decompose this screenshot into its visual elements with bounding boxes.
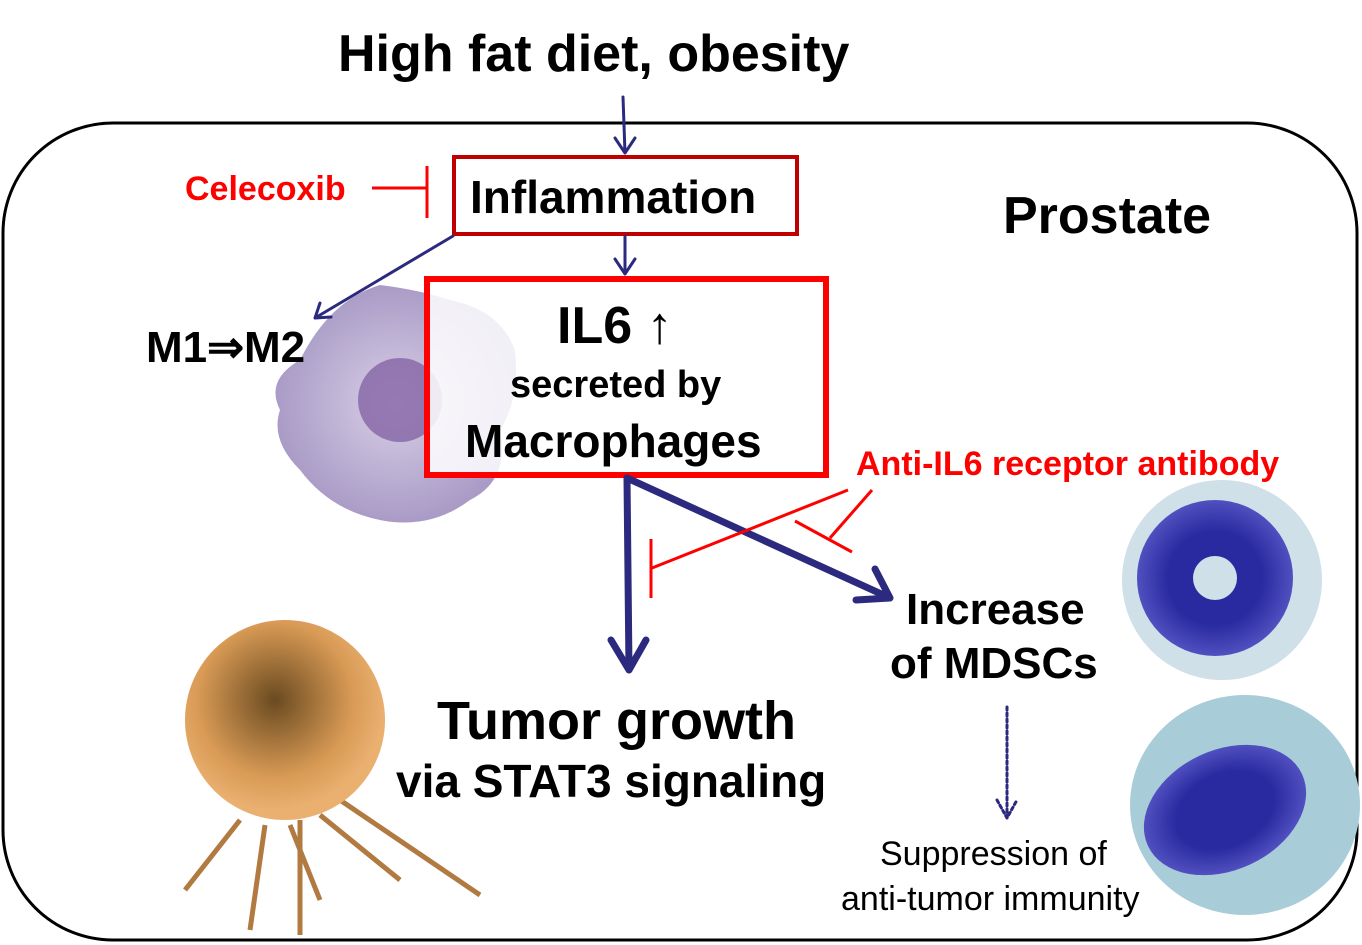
celecoxib-label: Celecoxib — [185, 170, 346, 208]
arrow-inflammation-to-il6 — [613, 234, 637, 276]
suppression-label-1: Suppression of — [880, 835, 1107, 873]
arrow-il6-to-tumor — [607, 474, 650, 674]
il6-text: IL6 — [557, 297, 633, 355]
secreted-by-label: secreted by — [510, 364, 722, 406]
up-arrow-icon: ↑ — [646, 297, 673, 355]
stat3-label: via STAT3 signaling — [396, 755, 827, 807]
inflammation-box — [452, 155, 799, 236]
arrow-diet-to-inflammation — [613, 95, 637, 155]
suppression-label-2: anti-tumor immunity — [841, 880, 1140, 918]
tumor-growth-label: Tumor growth — [437, 691, 796, 751]
inflammation-label: Inflammation — [470, 171, 757, 223]
mdsc-label-2: of MDSCs — [890, 639, 1098, 688]
prostate-label: Prostate — [1003, 187, 1212, 245]
inhibit-anti-il6r-mdsc — [794, 489, 874, 554]
il6-label: IL6 ↑ — [557, 296, 673, 356]
diagram-title: High fat diet, obesity — [338, 25, 850, 83]
arrow-il6-to-mdsc — [623, 474, 894, 604]
macrophages-label: Macrophages — [465, 415, 762, 467]
arrow-mdsc-to-suppression — [995, 705, 1019, 820]
anti-il6r-label: Anti-IL6 receptor antibody — [856, 445, 1280, 483]
il6-box — [424, 276, 829, 478]
tumor-cell-image — [183, 620, 482, 935]
mdsc-label-1: Increase — [906, 585, 1085, 634]
arrow-inflammation-to-m2 — [313, 234, 455, 320]
inhibit-celecoxib — [372, 166, 429, 218]
m1-m2-label: M1⇒M2 — [146, 323, 306, 372]
prostate-boundary — [1, 121, 1359, 942]
mdsc-cell-images — [1122, 480, 1360, 915]
inhibit-anti-il6r-tumor — [649, 488, 849, 598]
